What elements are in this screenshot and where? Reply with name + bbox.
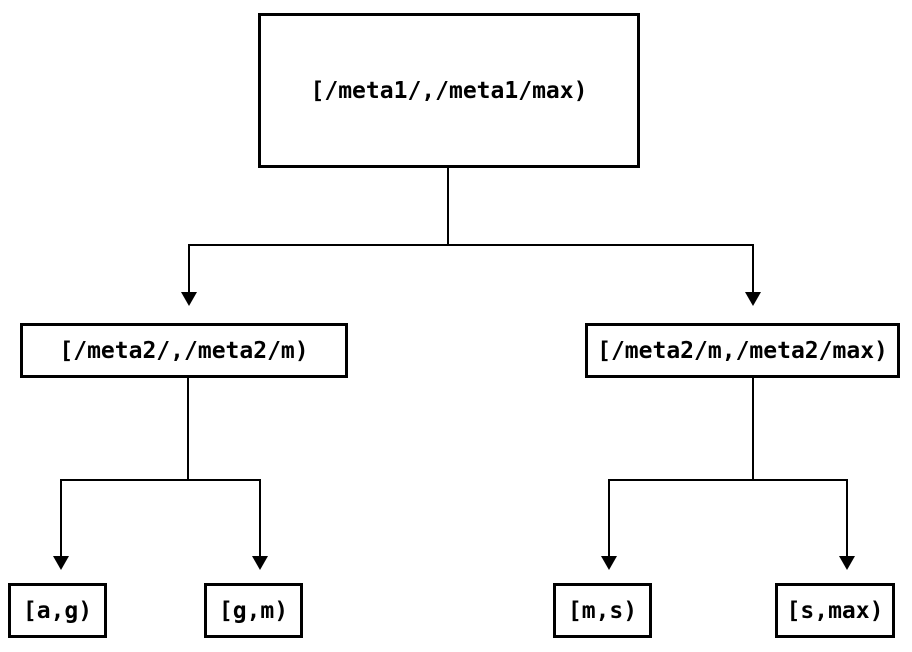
node-meta2-high: [/meta2/m,/meta2/max) (585, 323, 900, 378)
node-leaf-smax-label: [s,max) (786, 597, 884, 624)
node-leaf-ag: [a,g) (8, 583, 107, 638)
node-leaf-smax: [s,max) (775, 583, 895, 638)
node-root-label: [/meta1/,/meta1/max) (310, 77, 588, 104)
edge-left-to-leaf-gm (259, 479, 261, 556)
arrow-down-icon (252, 556, 268, 570)
arrow-down-icon (745, 292, 761, 306)
node-meta2-low: [/meta2/,/meta2/m) (20, 323, 348, 378)
edge-left-branch-bar (60, 479, 261, 481)
edge-root-to-right (752, 244, 754, 292)
edge-right-to-leaf-smax (846, 479, 848, 556)
node-leaf-ms-label: [m,s) (567, 597, 638, 624)
node-leaf-gm: [g,m) (204, 583, 303, 638)
arrow-down-icon (181, 292, 197, 306)
node-root: [/meta1/,/meta1/max) (258, 13, 640, 168)
node-leaf-gm-label: [g,m) (218, 597, 289, 624)
edge-root-stem (447, 168, 449, 245)
arrow-down-icon (53, 556, 69, 570)
node-leaf-ag-label: [a,g) (22, 597, 93, 624)
edge-right-branch-bar (608, 479, 848, 481)
edge-left-to-leaf-ag (60, 479, 62, 556)
edge-root-to-left (188, 244, 190, 292)
node-meta2-high-label: [/meta2/m,/meta2/max) (597, 337, 888, 364)
node-leaf-ms: [m,s) (553, 583, 652, 638)
edge-root-branch-bar (188, 244, 754, 246)
edge-right-stem (752, 378, 754, 481)
node-meta2-low-label: [/meta2/,/meta2/m) (59, 337, 309, 364)
arrow-down-icon (839, 556, 855, 570)
edge-left-stem (187, 378, 189, 481)
edge-right-to-leaf-ms (608, 479, 610, 556)
arrow-down-icon (601, 556, 617, 570)
